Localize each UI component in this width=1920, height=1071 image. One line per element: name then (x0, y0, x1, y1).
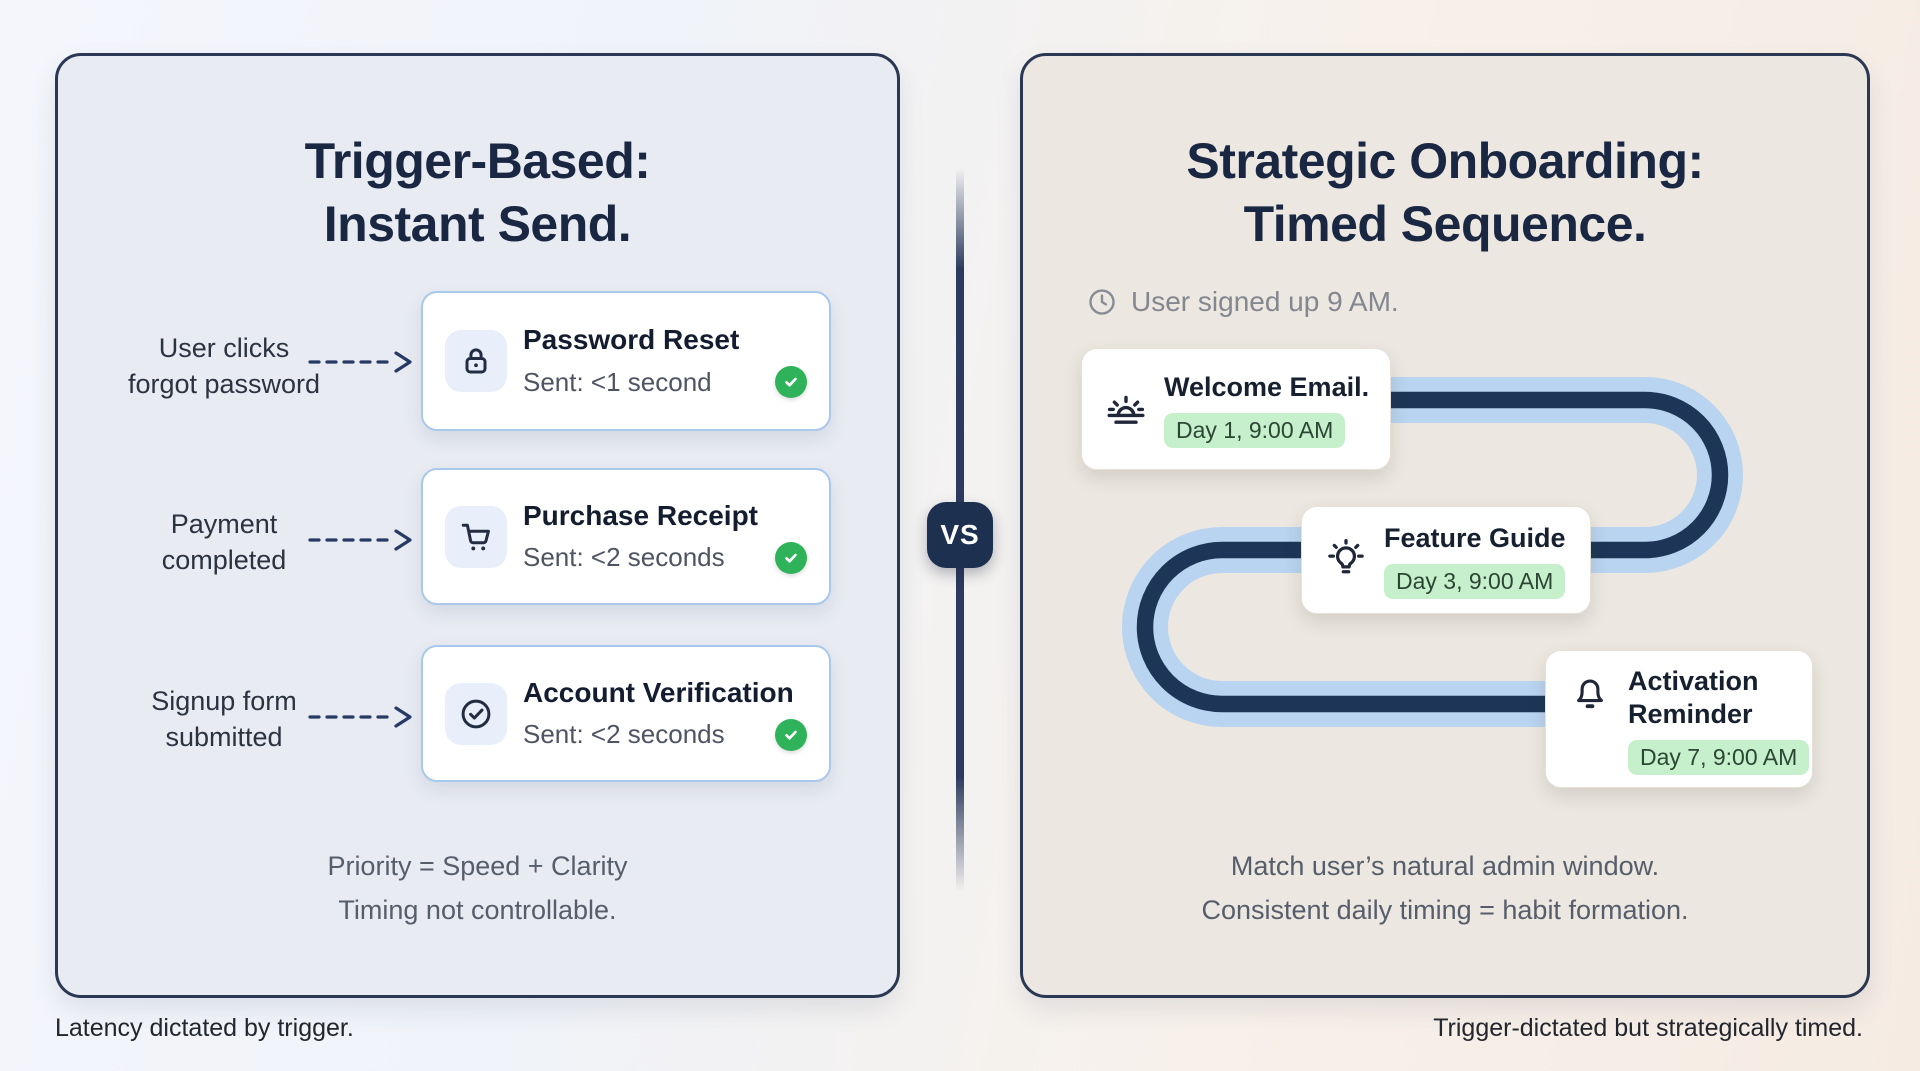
trigger-label-line: Payment (170, 509, 278, 539)
dashed-arrow-icon (308, 351, 412, 373)
lightbulb-icon (1322, 537, 1370, 583)
card-body: Purchase Receipt Sent: <2 seconds (523, 500, 807, 574)
sent-check-icon (775, 366, 807, 398)
step-body: Welcome Email. Day 1, 9:00 AM (1164, 371, 1369, 448)
card-sub-row: Sent: <2 seconds (523, 541, 807, 574)
card-title: Password Reset (523, 324, 740, 355)
left-panel-footer: Priority = Speed + Clarity Timing not co… (58, 844, 897, 932)
right-title-line2: Timed Sequence. (1243, 195, 1647, 252)
step-schedule-badge: Day 1, 9:00 AM (1164, 412, 1346, 448)
timeline-path (1122, 377, 1743, 727)
email-card-purchase-receipt: Purchase Receipt Sent: <2 seconds (421, 468, 831, 605)
step-title: Feature Guide (1384, 522, 1566, 553)
step-title: Activation Reminder (1628, 666, 1759, 729)
trigger-label-signup: Signup form submitted (76, 679, 372, 759)
left-title-line1: Trigger-Based: (304, 132, 651, 189)
step-card-feature-guide: Feature Guide Day 3, 9:00 AM (1301, 506, 1591, 614)
card-subtitle: Sent: <2 seconds (523, 719, 725, 749)
step-body: Activation Reminder Day 7, 9:00 AM (1628, 665, 1810, 775)
card-sub-row: Sent: <2 seconds (523, 718, 807, 751)
sent-check-icon (775, 541, 807, 574)
card-sub-row: Sent: <1 second (523, 366, 807, 398)
trigger-label-line: completed (161, 545, 287, 575)
card-title: Account Verification (523, 676, 794, 708)
email-card-password-reset: Password Reset Sent: <1 second (421, 291, 831, 431)
trigger-label-forgot-password: User clicks forgot password (76, 326, 372, 406)
email-card-account-verification: Account Verification Sent: <2 seconds (421, 645, 831, 782)
card-title: Purchase Receipt (523, 499, 758, 531)
card-subtitle: Sent: <1 second (523, 366, 712, 397)
signup-note-row: User signed up 9 AM. (1087, 286, 1399, 318)
signup-note: User signed up 9 AM. (1131, 286, 1399, 317)
left-panel-title: Trigger-Based: Instant Send. (58, 130, 897, 256)
strategic-onboarding-panel: Strategic Onboarding: Timed Sequence. Us… (1020, 53, 1870, 998)
lock-icon (465, 348, 487, 374)
dashed-arrow-icon (308, 529, 412, 551)
right-panel-footer: Match user’s natural admin window. Consi… (1023, 844, 1867, 932)
trigger-label-line: forgot password (127, 369, 321, 399)
footer-line: Match user’s natural admin window. (1230, 851, 1660, 881)
step-body: Feature Guide Day 3, 9:00 AM (1384, 522, 1566, 599)
sunrise-icon (1102, 385, 1150, 433)
step-card-welcome-email: Welcome Email. Day 1, 9:00 AM (1081, 348, 1391, 470)
footer-line: Priority = Speed + Clarity (327, 851, 628, 881)
icon-tile (445, 682, 507, 745)
trigger-based-panel: Trigger-Based: Instant Send. User clicks… (55, 53, 900, 998)
icon-tile (445, 330, 507, 392)
footer-line: Consistent daily timing = habit formatio… (1201, 895, 1689, 925)
left-title-line2: Instant Send. (323, 195, 632, 252)
bell-icon (1566, 671, 1614, 715)
sent-check-icon (775, 718, 807, 751)
step-schedule-badge: Day 7, 9:00 AM (1628, 740, 1810, 775)
card-body: Account Verification Sent: <2 seconds (523, 677, 807, 751)
trigger-label-line: User clicks (158, 333, 290, 363)
clock-icon (1089, 289, 1115, 315)
step-schedule-badge: Day 3, 9:00 AM (1384, 563, 1566, 599)
card-subtitle: Sent: <2 seconds (523, 542, 725, 572)
check-circle-icon (461, 699, 491, 728)
card-body: Password Reset Sent: <1 second (523, 324, 807, 398)
footer-line: Timing not controllable. (338, 895, 617, 925)
right-title-line1: Strategic Onboarding: (1186, 132, 1704, 189)
step-card-activation-reminder: Activation Reminder Day 7, 9:00 AM (1545, 650, 1813, 788)
step-title: Welcome Email. (1164, 371, 1370, 402)
icon-tile (445, 505, 507, 568)
vs-badge: VS (927, 502, 993, 568)
dashed-arrow-icon (308, 706, 412, 728)
left-caption: Latency dictated by trigger. (55, 1014, 354, 1042)
right-panel-title: Strategic Onboarding: Timed Sequence. (1023, 130, 1867, 256)
trigger-label-line: submitted (165, 722, 283, 752)
trigger-label-line: Signup form (151, 686, 297, 716)
right-caption: Trigger-dictated but strategically timed… (1433, 1014, 1863, 1042)
cart-icon (461, 523, 490, 550)
trigger-label-payment: Payment completed (76, 502, 372, 582)
